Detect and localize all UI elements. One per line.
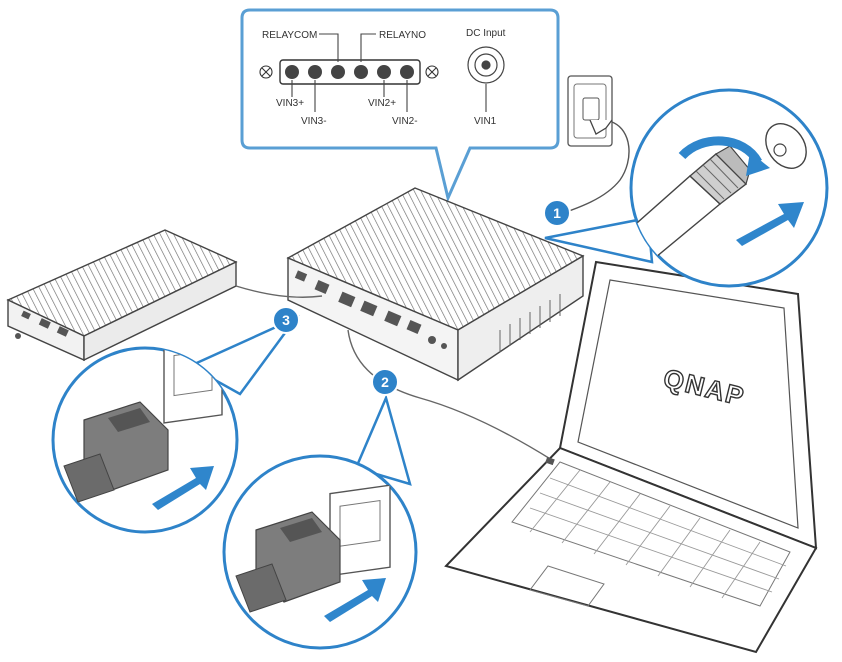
vin1-label: VIN1: [474, 116, 497, 127]
secondary-device: [6, 229, 238, 362]
relaycom-label: RELAYCOM: [262, 30, 317, 41]
zoom-power-plug: [544, 88, 829, 288]
dc-socket-icon: [765, 123, 807, 169]
step-badge-3: 3: [272, 306, 300, 334]
trackpad: [529, 565, 605, 607]
terminal-pins: [285, 65, 414, 79]
vin2-minus-label: VIN2-: [392, 116, 418, 127]
step-badge-1: 1: [543, 199, 571, 227]
step-badge-2: 2: [371, 368, 399, 396]
insert-arrow-icon: [152, 466, 214, 510]
zoom-lan-device: [51, 314, 300, 534]
network-cables: [235, 285, 553, 461]
laptop: QNAP: [444, 260, 818, 654]
cable-to-device: [235, 285, 323, 298]
zoom-lan-laptop: [222, 394, 418, 650]
vin2-plus-label: VIN2+: [368, 98, 396, 109]
terminal-callout: RELAYCOM RELAYNO DC Input VIN3+ VIN3- VI…: [240, 8, 560, 203]
cable-to-laptop: [347, 329, 553, 461]
insert-arrow-icon-2: [324, 578, 386, 622]
vin3-plus-label: VIN3+: [276, 98, 304, 109]
main-device: [286, 187, 585, 382]
svg-text:3: 3: [282, 312, 290, 328]
terminal-strip: [279, 59, 421, 85]
dc-jack-icon: [467, 46, 505, 84]
laptop-base: [444, 446, 818, 654]
svg-text:2: 2: [381, 374, 389, 390]
push-arrow-icon: [736, 202, 804, 246]
screw-left-icon: [259, 65, 273, 79]
wall-outlet: [567, 75, 613, 147]
screw-right-icon: [425, 65, 439, 79]
laptop-screen: [577, 279, 799, 529]
laptop-port: [545, 456, 555, 466]
vin3-minus-label: VIN3-: [301, 116, 327, 127]
keyboard-keys: [529, 469, 787, 599]
device-ports: [294, 270, 447, 349]
power-cable: [547, 121, 630, 219]
lan-port-icon: [163, 348, 223, 424]
relayno-label: RELAYNO: [379, 30, 426, 41]
svg-text:1: 1: [553, 205, 561, 221]
dc-input-label: DC Input: [466, 28, 506, 39]
